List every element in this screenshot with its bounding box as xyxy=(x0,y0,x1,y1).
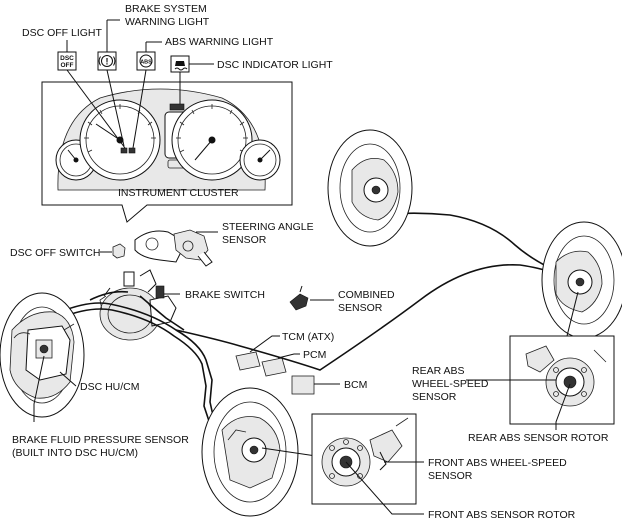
label-rear-abs-wheel-speed-sensor-2: WHEEL-SPEED xyxy=(412,378,489,390)
label-brake-system-warning-light-1: BRAKE SYSTEM xyxy=(125,3,207,15)
label-pcm: PCM xyxy=(303,349,326,361)
label-dsc-indicator-light: DSC INDICATOR LIGHT xyxy=(217,59,333,71)
label-bcm: BCM xyxy=(344,379,367,391)
dsc-off-light-icon: DSC OFF xyxy=(57,51,77,71)
label-brake-fluid-pressure-sensor-1: BRAKE FLUID PRESSURE SENSOR xyxy=(12,434,189,446)
steering-angle-sensor xyxy=(134,229,213,267)
label-steering-angle-sensor-1: STEERING ANGLE xyxy=(222,221,314,233)
label-tcm-atx: TCM (ATX) xyxy=(282,331,334,343)
abs-warning-light-icon: ABS xyxy=(136,51,156,71)
label-rear-abs-wheel-speed-sensor-1: REAR ABS xyxy=(412,365,465,377)
label-front-abs-wheel-speed-sensor-1: FRONT ABS WHEEL-SPEED xyxy=(428,457,567,469)
svg-text:DSC: DSC xyxy=(60,55,74,62)
label-steering-angle-sensor-2: SENSOR xyxy=(222,234,267,246)
label-brake-switch: BRAKE SWITCH xyxy=(185,289,265,301)
label-rear-abs-wheel-speed-sensor-3: SENSOR xyxy=(412,391,457,403)
instrument-cluster-panel xyxy=(41,81,293,223)
label-combined-sensor-2: SENSOR xyxy=(338,302,383,314)
rear-right-wheel xyxy=(541,221,622,339)
label-dsc-off-switch: DSC OFF SWITCH xyxy=(10,247,100,259)
svg-text:!: ! xyxy=(106,57,109,67)
dsc-indicator-light-icon xyxy=(170,55,190,73)
label-brake-fluid-pressure-sensor-2: (BUILT INTO DSC HU/CM) xyxy=(12,447,138,459)
label-instrument-cluster: INSTRUMENT CLUSTER xyxy=(118,187,239,199)
brake-warning-light-icon: ! xyxy=(97,51,117,71)
label-front-abs-wheel-speed-sensor-2: SENSOR xyxy=(428,470,473,482)
dsc-off-switch xyxy=(112,243,126,259)
bcm-module xyxy=(291,375,315,395)
svg-text:OFF: OFF xyxy=(61,62,74,69)
front-right-wheel xyxy=(201,387,299,517)
label-dsc-hu-cm: DSC HU/CM xyxy=(80,381,140,393)
label-combined-sensor-1: COMBINED xyxy=(338,289,395,301)
front-abs-inset-box xyxy=(311,413,417,505)
label-dsc-off-light: DSC OFF LIGHT xyxy=(22,27,103,39)
label-front-abs-sensor-rotor: FRONT ABS SENSOR ROTOR xyxy=(428,509,576,521)
label-abs-warning-light: ABS WARNING LIGHT xyxy=(165,36,274,48)
dsc-hu-cm-unit xyxy=(13,323,75,381)
tcm-module xyxy=(235,351,261,371)
label-rear-abs-sensor-rotor: REAR ABS SENSOR ROTOR xyxy=(468,432,609,444)
brake-switch xyxy=(155,285,165,299)
label-brake-system-warning-light-2: WARNING LIGHT xyxy=(125,16,210,28)
brake-line-harness xyxy=(59,212,551,425)
pcm-module xyxy=(261,357,287,377)
svg-text:ABS: ABS xyxy=(140,60,152,66)
combined-sensor xyxy=(289,285,309,311)
rear-left-wheel xyxy=(327,129,413,247)
